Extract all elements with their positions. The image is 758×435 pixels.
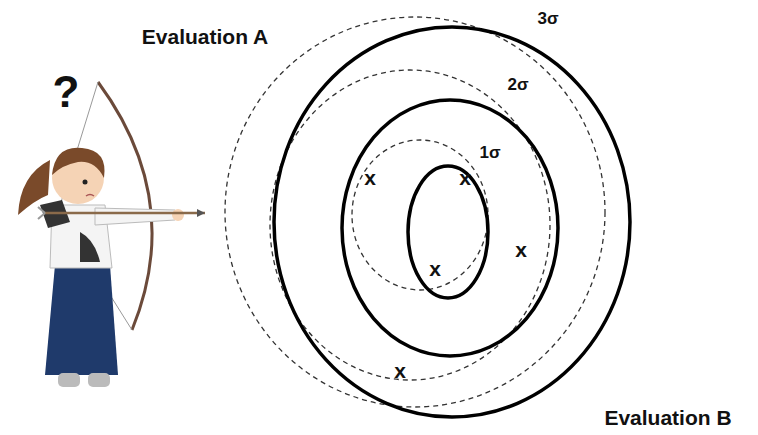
- sigma-label: 1σ: [477, 144, 502, 161]
- evaluation-b-rings: [274, 27, 630, 417]
- archer-figure: [18, 82, 205, 387]
- question-mark: ?: [51, 70, 82, 114]
- hit-mark: x: [392, 360, 408, 381]
- sigma-label: 3σ: [535, 10, 560, 27]
- hit-mark: x: [457, 167, 473, 188]
- hit-mark: x: [513, 239, 529, 260]
- hit-mark: x: [362, 167, 378, 188]
- series-label: Evaluation B: [602, 407, 733, 428]
- sigma-label: 2σ: [505, 76, 530, 93]
- hit-mark: x: [427, 258, 443, 279]
- evaluation-a-rings: [225, 17, 605, 407]
- series-label: Evaluation A: [140, 26, 270, 47]
